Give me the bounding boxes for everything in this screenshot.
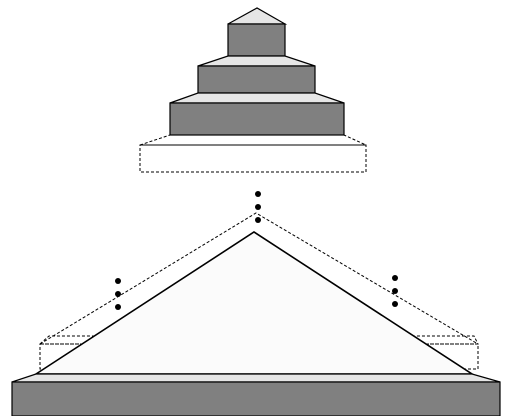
bottom-tier-front — [169, 102, 345, 136]
ellipsis-dot — [392, 275, 398, 281]
bottom-tier-top — [169, 92, 345, 104]
base-slab-top — [11, 373, 501, 383]
ellipsis-dot — [255, 217, 261, 223]
ellipsis-dot — [255, 191, 261, 197]
left-ellipsis-dots — [115, 278, 121, 310]
top-ellipsis-dots — [255, 191, 261, 223]
ellipsis-dot — [255, 204, 261, 210]
ellipsis-dot — [392, 301, 398, 307]
top-block-front — [227, 23, 286, 57]
top-stack — [139, 7, 367, 173]
dashed-tier-top — [139, 134, 367, 146]
bottom-section — [11, 212, 501, 416]
dashed-outer-triangle — [39, 212, 479, 345]
middle-tier-front — [197, 65, 316, 94]
ellipsis-dot — [115, 278, 121, 284]
base-slab-front — [11, 381, 501, 416]
large-triangle — [33, 231, 475, 375]
middle-tier-top — [197, 55, 316, 67]
dashed-tier-front — [139, 144, 367, 173]
top-gable-roof — [227, 7, 288, 25]
ellipsis-dot — [115, 304, 121, 310]
right-ellipsis-dots — [392, 275, 398, 307]
ellipsis-dot — [115, 291, 121, 297]
ellipsis-dot — [392, 288, 398, 294]
